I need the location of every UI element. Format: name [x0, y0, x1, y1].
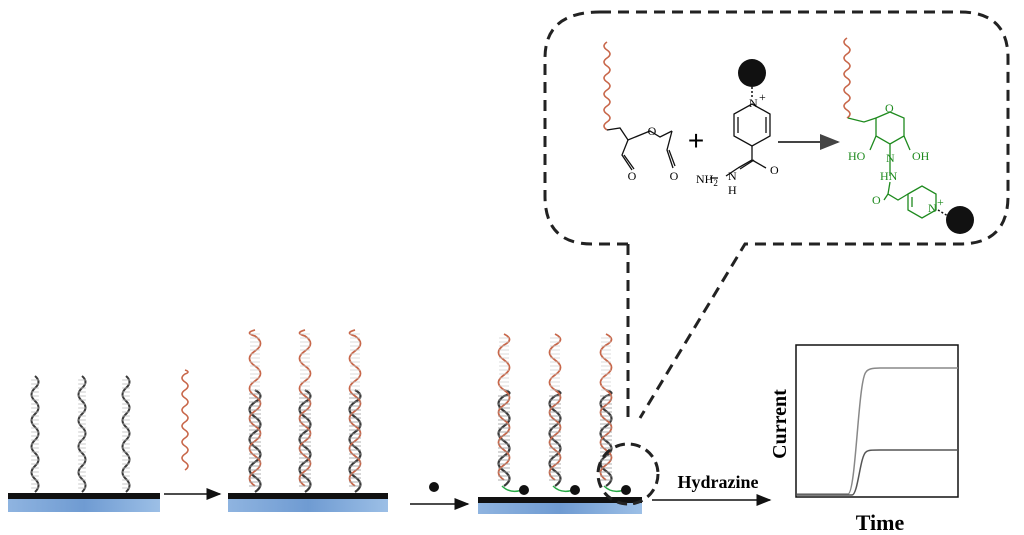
chem-nh-h: H — [728, 183, 737, 197]
target-helix — [181, 369, 189, 471]
linker-2 — [552, 485, 574, 493]
duplex-probe-strand — [599, 388, 613, 487]
chem-p-o-ring: O — [885, 101, 894, 115]
probe-helix-3 — [121, 375, 131, 493]
plot-frame — [795, 344, 959, 498]
chem-nh-n: N — [728, 169, 737, 183]
duplex-strands-2 — [248, 329, 362, 493]
current-time-plot: Current Time — [769, 344, 959, 535]
duplex-target-strand — [599, 333, 613, 481]
current-axis-label: Current — [769, 389, 791, 459]
probe-strands-1 — [30, 375, 131, 493]
electrode-3 — [478, 497, 642, 514]
ferrocene-label-icon — [519, 485, 529, 495]
reactant-strand — [603, 41, 611, 131]
product-strand — [843, 37, 851, 119]
free-target-strand — [181, 369, 189, 471]
chem-p-n-pyr: N — [928, 201, 937, 215]
chem-n-pyridinium: N — [749, 96, 758, 110]
duplex-probe-strand — [348, 389, 362, 493]
linker-3 — [603, 485, 625, 493]
duplex-probe-strand — [548, 388, 562, 487]
probe-helix-2 — [77, 375, 87, 493]
chem-o-right: O — [670, 169, 679, 183]
chem-nh2: NH2 — [696, 172, 718, 188]
helix-strand-a — [77, 375, 87, 493]
callout-outline — [543, 10, 1010, 419]
duplex-target-strand — [497, 333, 511, 481]
chem-p-ho: HO — [848, 149, 866, 163]
chem-p-o-amide: O — [872, 193, 881, 207]
product-conjugate: O HO N OH HN O N + — [843, 37, 974, 234]
duplex2-helix-1 — [248, 329, 262, 493]
reactant-dialdehyde: O O O — [603, 41, 679, 183]
duplex2-helix-2 — [298, 329, 312, 493]
chem-p-oh: OH — [912, 149, 930, 163]
electrode-1 — [8, 493, 160, 512]
zoom-circle — [596, 442, 660, 506]
ferrocene-bead-icon — [738, 59, 766, 87]
duplex3-helix-3 — [599, 333, 613, 487]
duplex3-helix-1 — [497, 333, 511, 487]
helix-strand-a — [121, 375, 131, 493]
ferrocene-label-icon — [621, 485, 631, 495]
chem-n-plus: + — [759, 90, 766, 104]
chem-o-left: O — [628, 169, 637, 183]
duplex3-helix-2 — [548, 333, 562, 487]
duplex-probe-strand — [298, 389, 312, 493]
chem-p-n-plus: + — [937, 195, 944, 209]
ferrocene-reagent-icon — [429, 482, 439, 492]
chem-p-hn: HN — [880, 169, 898, 183]
plus-sign: + — [688, 125, 704, 156]
helix-strand-a — [30, 375, 40, 493]
chem-o-amide: O — [770, 163, 779, 177]
chem-o-ring: O — [648, 124, 657, 138]
reactant-hydrazide: N + O NH2 N H — [696, 59, 779, 197]
trace-high — [797, 367, 958, 495]
time-axis-label: Time — [856, 510, 905, 535]
probe-helix-1 — [30, 375, 40, 493]
duplex-probe-strand — [248, 389, 262, 493]
trace-low — [797, 449, 958, 496]
hydrazine-label: Hydrazine — [678, 472, 759, 492]
product-ferrocene-bead-icon — [946, 206, 974, 234]
electrode-2 — [228, 493, 388, 512]
chem-p-n-ring: N — [886, 151, 895, 165]
ferrocene-label-icon — [570, 485, 580, 495]
duplex-target-strand — [548, 333, 562, 481]
duplex-strands-3 — [497, 333, 631, 495]
duplex2-helix-3 — [348, 329, 362, 493]
linker-1 — [501, 485, 523, 493]
reaction-callout — [543, 10, 1010, 419]
duplex-probe-strand — [497, 388, 511, 487]
